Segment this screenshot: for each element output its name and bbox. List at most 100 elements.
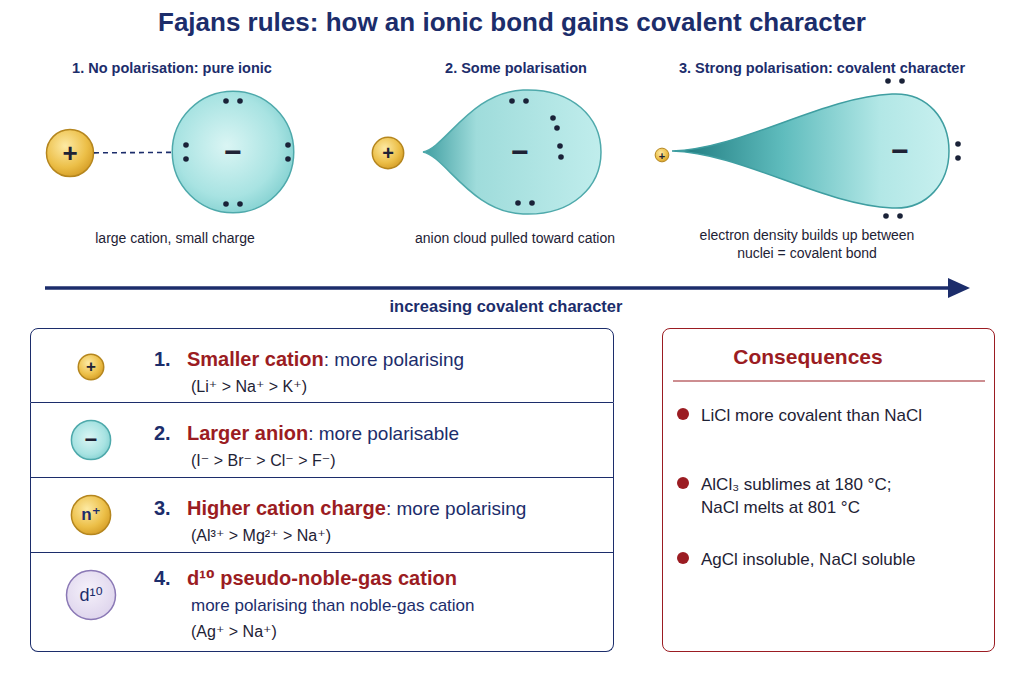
circle-outline: [46, 129, 94, 177]
text-line: +: [659, 146, 665, 164]
circle-shape: [46, 129, 93, 176]
bullet-item: LiCl more covalent than NaCl: [701, 406, 922, 425]
node-text: : more polarising: [324, 349, 464, 370]
inward-arrows: [63, 340, 117, 392]
text-line: Consequences: [663, 344, 953, 372]
text-line: (Ag⁺ > Na⁺): [191, 619, 605, 645]
node-text: : more polarising: [386, 498, 526, 519]
circle-shape: [372, 137, 403, 168]
electron-dot: [515, 200, 521, 206]
text-line: −: [511, 137, 529, 167]
outward-arrow: [65, 415, 73, 423]
cation-circle: +: [46, 129, 94, 177]
electron-dot: [509, 98, 515, 104]
node-text: n⁺: [81, 505, 100, 524]
lone-pairs: [183, 78, 961, 219]
text-line: AgCl insoluble, NaCl soluble: [701, 548, 929, 571]
node-text: −: [511, 135, 529, 168]
text-line: −: [224, 137, 242, 167]
rule-row: 1.Smaller cation: more polarising (Li⁺ > …: [30, 328, 614, 403]
rule-row: 3.Higher cation charge: more polarising (…: [30, 478, 614, 553]
text-line: −: [85, 429, 98, 451]
consequences-box: ConsequencesLiCl more covalent than NaCl…: [662, 328, 995, 652]
text-block: 2.Larger anion: more polarisable(I⁻ > Br…: [154, 420, 605, 474]
inward-arrow: [63, 365, 74, 367]
text-block: −: [672, 92, 950, 210]
bullet-item: AlCl₃ sublimes at 180 °C; NaCl melts at …: [701, 475, 891, 517]
circle-outline: [171, 90, 295, 214]
electron-dot: [183, 142, 189, 148]
node-text: 3.: [154, 495, 187, 521]
charge-icon: n⁺: [71, 495, 111, 535]
cloud-outline: [423, 88, 602, 216]
electron-dot: [529, 200, 535, 206]
electron-dot: [523, 98, 529, 104]
text-line: +: [62, 140, 77, 166]
rule-row: 4.d¹⁰ pseudo-noble-gas cation more polari…: [30, 553, 614, 652]
circle-shape: [71, 495, 110, 534]
electron-dot: [899, 78, 905, 84]
bullet: [677, 552, 689, 564]
electron-dot: [557, 143, 563, 149]
outward-arrow: [55, 439, 66, 441]
text-line: n⁺: [81, 506, 100, 524]
inward-arrow: [106, 365, 117, 367]
text-block: ConsequencesLiCl more covalent than NaCl…: [663, 329, 994, 651]
circle-outline: [66, 570, 116, 620]
anion-icon: −: [71, 420, 111, 460]
circle-shape: [71, 420, 110, 459]
panel-heading: 1. No polarisation: pure ionic: [2, 58, 342, 78]
circle-outline: [655, 148, 669, 162]
text-block: d¹⁰: [66, 570, 116, 620]
inward-arrow: [89, 340, 91, 351]
electron-dot: [955, 155, 961, 161]
text-block: +: [46, 129, 94, 177]
node-text: 2.: [154, 420, 187, 446]
panel-heading: 2. Some polarisation: [366, 58, 666, 78]
circle-shape: [172, 91, 294, 213]
text-block: +: [78, 354, 104, 380]
node-text: +: [382, 142, 394, 164]
electron-dot: [558, 154, 564, 160]
node-text: Larger anion: [187, 422, 308, 444]
axis-label: increasing covalent character: [296, 296, 716, 316]
node-text: (Ag⁺ > Na⁺): [191, 623, 277, 640]
node-text: Higher cation charge: [187, 497, 386, 519]
electron-dot: [223, 98, 229, 104]
text-line: (Li⁺ > Na⁺ > K⁺): [191, 374, 605, 400]
outward-arrow: [107, 457, 115, 465]
electron-dot: [285, 142, 291, 148]
panel-caption: large cation, small charge: [25, 229, 325, 247]
node-text: −: [891, 134, 909, 167]
panel-heading: 3. Strong polarisation: covalent charact…: [632, 58, 1012, 78]
node-text: 4.: [154, 565, 187, 591]
text-block: −: [71, 420, 111, 460]
node-text: +: [86, 357, 96, 376]
node-text: d¹⁰: [79, 585, 102, 605]
text-block: −: [423, 88, 602, 216]
node-text: Smaller cation: [187, 348, 324, 370]
node-text: : more polarisable: [308, 423, 459, 444]
electron-dot: [554, 125, 560, 131]
node-text: +: [62, 138, 77, 168]
node-text: (Al³⁺ > Mg²⁺ > Na⁺): [191, 527, 331, 544]
circle-outline: [71, 495, 111, 535]
node-text: d¹⁰ pseudo-noble-gas cation: [187, 567, 457, 589]
text-block: −: [171, 90, 295, 214]
node-text: more polarising than noble-gas cation: [191, 596, 475, 615]
electron-dot: [223, 201, 229, 207]
circle-shape: [78, 354, 103, 379]
circle-outline: [71, 420, 111, 460]
text-block: 1.Smaller cation: more polarising (Li⁺ > …: [154, 346, 605, 400]
node-text: 1.: [154, 346, 187, 372]
electron-dot: [285, 156, 291, 162]
cloud-outline: [672, 92, 950, 210]
electron-dot: [237, 201, 243, 207]
node-text: +: [659, 150, 665, 162]
diagram-title: Fajans rules: how an ionic bond gains co…: [0, 6, 1024, 38]
bullet: [677, 477, 689, 489]
